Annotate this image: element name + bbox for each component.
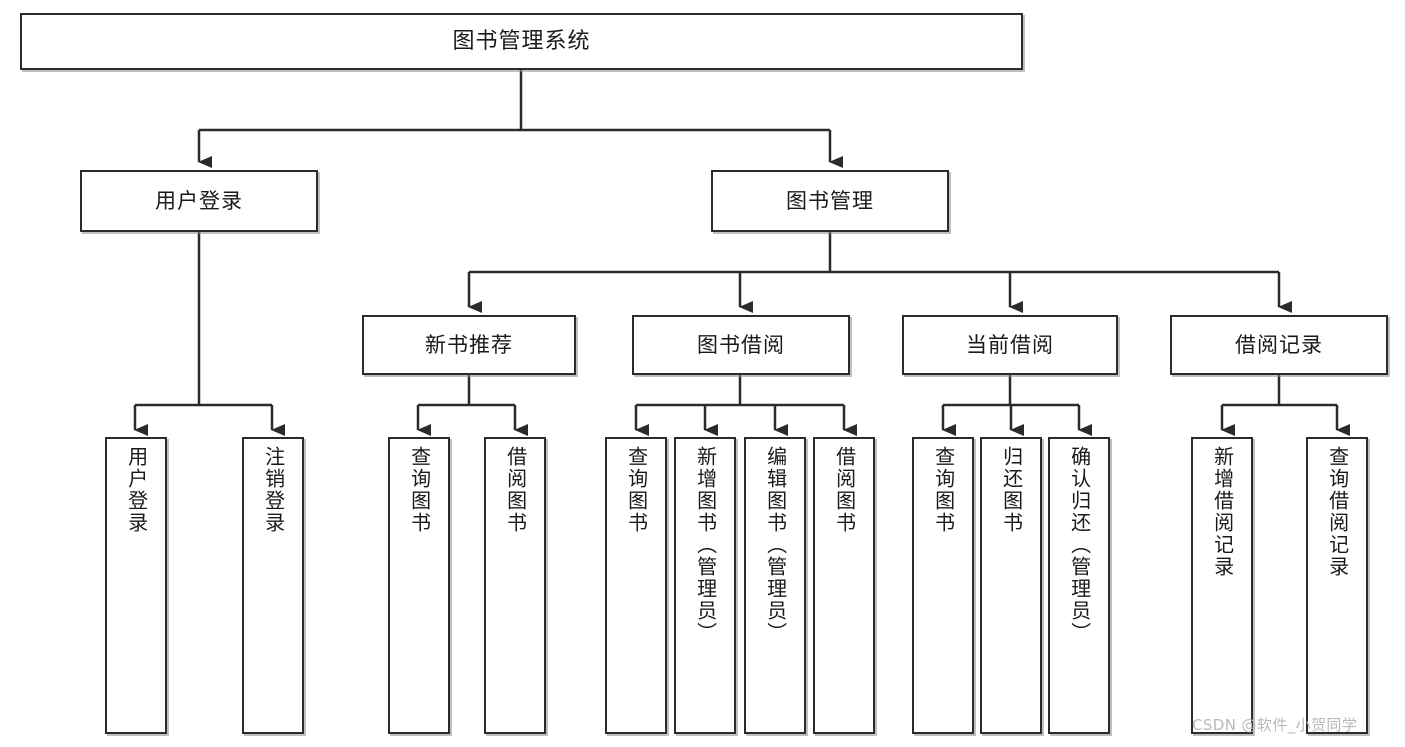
leaf-current-confirm-return-label: 确认归还（管理员） [1067,446,1092,644]
node-new-book-recommend-label: 新书推荐 [425,332,513,357]
node-root[interactable]: 图书管理系统 [20,13,1023,70]
leaf-current-query-book[interactable]: 查询图书 [912,437,974,734]
node-current-borrow-label: 当前借阅 [966,332,1054,357]
leaf-borrow-edit-book[interactable]: 编辑图书（管理员） [744,437,806,734]
node-book-management[interactable]: 图书管理 [711,170,949,232]
leaf-recommend-query-book-label: 查询图书 [407,446,432,534]
leaf-recommend-borrow-book[interactable]: 借阅图书 [484,437,546,734]
leaf-recommend-query-book[interactable]: 查询图书 [388,437,450,734]
leaf-borrow-query-book[interactable]: 查询图书 [605,437,667,734]
node-borrow-records-label: 借阅记录 [1235,332,1323,357]
leaf-records-add-record[interactable]: 新增借阅记录 [1191,437,1253,734]
leaf-current-return-book[interactable]: 归还图书 [980,437,1042,734]
node-user-login[interactable]: 用户登录 [80,170,318,232]
node-new-book-recommend[interactable]: 新书推荐 [362,315,576,375]
leaf-records-add-record-label: 新增借阅记录 [1210,446,1235,578]
leaf-recommend-borrow-book-label: 借阅图书 [503,446,528,534]
leaf-records-query-record-label: 查询借阅记录 [1325,446,1350,578]
node-user-login-label: 用户登录 [155,188,243,213]
leaf-borrow-add-book[interactable]: 新增图书（管理员） [674,437,736,734]
node-borrow-records[interactable]: 借阅记录 [1170,315,1388,375]
leaf-borrow-edit-book-label: 编辑图书（管理员） [763,446,788,644]
node-book-borrow[interactable]: 图书借阅 [632,315,850,375]
leaf-user-login-signin-label: 用户登录 [124,446,149,534]
node-book-management-label: 图书管理 [786,188,874,213]
leaf-current-query-book-label: 查询图书 [931,446,956,534]
node-root-label: 图书管理系统 [452,28,591,54]
leaf-borrow-add-book-label: 新增图书（管理员） [693,446,718,644]
node-current-borrow[interactable]: 当前借阅 [902,315,1118,375]
leaf-borrow-borrow-book[interactable]: 借阅图书 [813,437,875,734]
leaf-user-login-signin[interactable]: 用户登录 [105,437,167,734]
leaf-current-confirm-return[interactable]: 确认归还（管理员） [1048,437,1110,734]
leaf-borrow-borrow-book-label: 借阅图书 [832,446,857,534]
leaf-borrow-query-book-label: 查询图书 [624,446,649,534]
leaf-user-login-signout[interactable]: 注销登录 [242,437,304,734]
csdn-watermark: CSDN @软件_小贺同学 [1192,716,1358,734]
leaf-user-login-signout-label: 注销登录 [261,446,286,534]
node-book-borrow-label: 图书借阅 [697,332,785,357]
leaf-current-return-book-label: 归还图书 [999,446,1024,534]
leaf-records-query-record[interactable]: 查询借阅记录 [1306,437,1368,734]
